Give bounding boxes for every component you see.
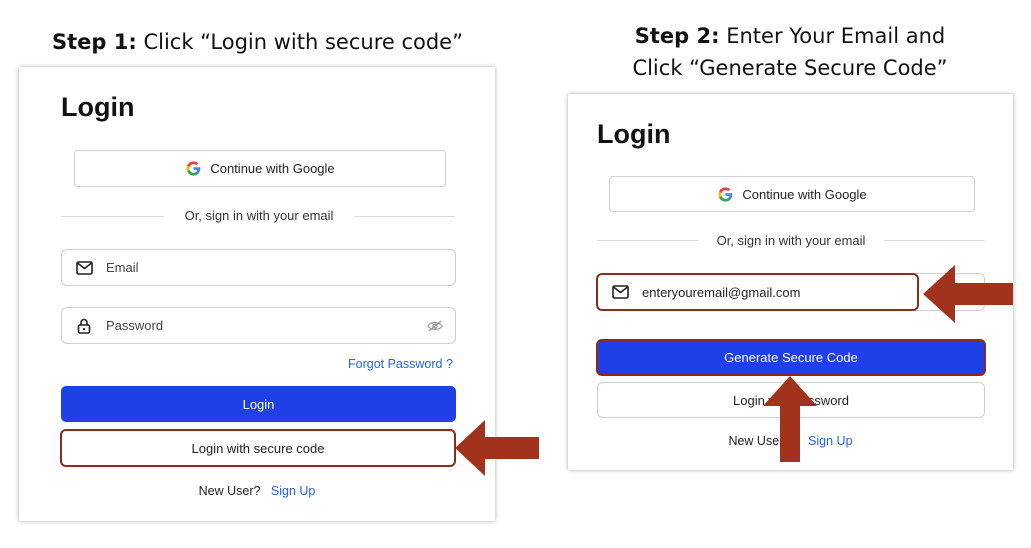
arrow-up-icon (763, 376, 817, 462)
new-user-text: New Use (728, 434, 780, 448)
signup-row: New Use Sign Up (568, 432, 1013, 450)
step1-instruction: Click “Login with secure code” (143, 30, 463, 54)
arrow-left-icon (923, 265, 1013, 323)
forgot-password-link[interactable]: Forgot Password ? (348, 357, 453, 371)
secure-code-login-button[interactable]: Login with secure code (60, 429, 456, 467)
step1-label: Step 1: (52, 30, 137, 54)
divider-left (597, 240, 698, 241)
google-login-label: Continue with Google (210, 161, 335, 176)
signup-row: New User? Sign Up (19, 482, 495, 500)
divider-right (354, 216, 455, 217)
step2-instruction-line1: Enter Your Email and (726, 24, 946, 48)
google-login-button[interactable]: Continue with Google (609, 176, 975, 212)
mail-icon (598, 285, 642, 299)
step1-login-panel: Login Continue with Google Or, sign in w… (19, 67, 495, 521)
mail-icon (62, 260, 106, 275)
email-placeholder: Email (106, 260, 139, 275)
google-login-button[interactable]: Continue with Google (74, 150, 446, 187)
step2-heading-line1: Step 2: Enter Your Email and (560, 20, 1020, 52)
arrow-left-icon (455, 420, 539, 476)
password-field[interactable]: Password (61, 307, 456, 344)
step2-label: Step 2: (634, 24, 720, 48)
step1-heading: Step 1: Click “Login with secure code” (10, 26, 505, 58)
new-user-text: New User? (198, 484, 261, 498)
page-title: Login (597, 119, 671, 149)
google-icon (185, 160, 202, 177)
step2-heading: Step 2: Enter Your Email and Click “Gene… (560, 20, 1020, 84)
password-placeholder: Password (106, 318, 164, 333)
page-title: Login (61, 92, 135, 122)
login-with-password-label-end: ssword (807, 392, 849, 408)
divider-left (61, 216, 164, 217)
lock-icon (62, 318, 106, 334)
step2-instruction-line2: Click “Generate Secure Code” (632, 56, 948, 80)
login-button[interactable]: Login (61, 386, 456, 422)
email-value: enteryouremail@gmail.com (642, 284, 801, 300)
divider-text: Or, sign in with your email (716, 233, 866, 248)
google-login-label: Continue with Google (742, 186, 867, 202)
sign-up-link[interactable]: Sign Up (270, 484, 316, 498)
sign-up-link[interactable]: Sign Up (808, 434, 853, 448)
generate-secure-code-button[interactable]: Generate Secure Code (596, 339, 986, 376)
divider-text: Or, sign in with your email (184, 208, 334, 223)
divider-right (884, 240, 985, 241)
eye-off-icon[interactable] (415, 320, 455, 332)
email-field[interactable]: enteryouremail@gmail.com (596, 273, 919, 311)
email-field[interactable]: Email (61, 249, 456, 286)
step2-login-panel: Login Continue with Google Or, sign in w… (568, 94, 1013, 470)
google-icon (717, 186, 734, 203)
